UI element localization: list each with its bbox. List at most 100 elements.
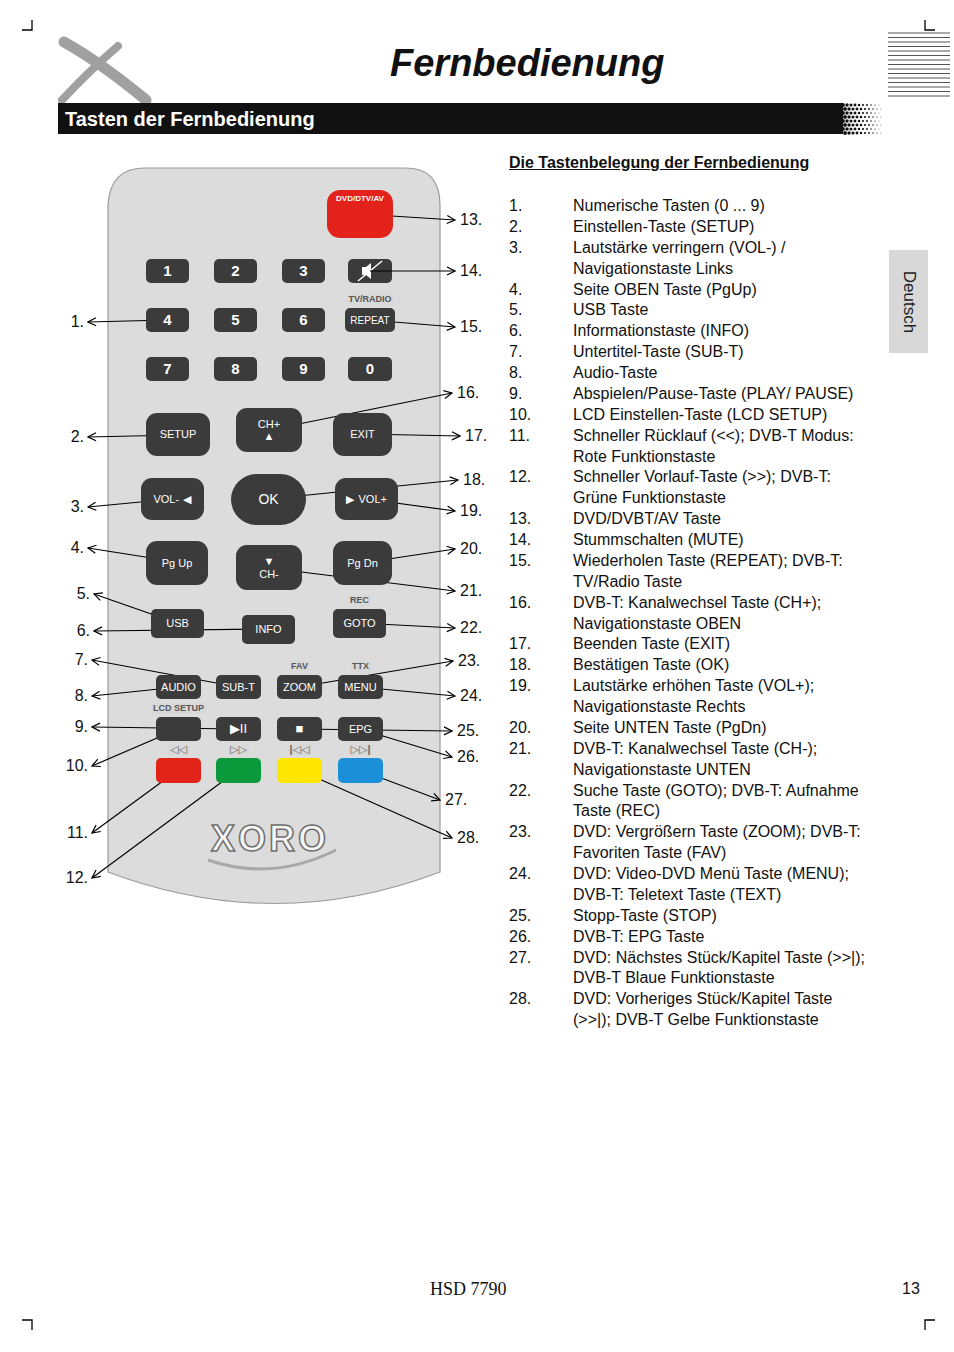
- band-dot: [874, 104, 875, 105]
- list-text: DVB-T: Kanalwechsel Taste (CH+); Navigat…: [573, 593, 873, 635]
- list-text: Einstellen-Taste (SETUP): [573, 217, 873, 238]
- remote-button: RECGOTO: [333, 609, 386, 638]
- color-button: ▷▷|: [338, 758, 383, 783]
- list-text: Lautstärke verringern (VOL-) / Navigatio…: [573, 238, 873, 280]
- key-list-item: 25.Stopp-Taste (STOP): [509, 906, 879, 927]
- band-dot: [843, 115, 847, 119]
- remote-button: EPG: [338, 717, 383, 741]
- digit-button: 0: [348, 357, 392, 381]
- button-label: Tasten der Fernbedienung: [65, 108, 315, 130]
- logo-stroke: [62, 46, 118, 100]
- button-label: 3: [299, 263, 307, 280]
- band-dot: [860, 124, 863, 127]
- band-dot: [851, 107, 854, 110]
- remote-button: EXIT: [333, 413, 392, 456]
- band-dot: [849, 103, 852, 106]
- list-text: DVD: Video-DVD Menü Taste (MENU); DVB-T:…: [573, 864, 873, 906]
- logo-stroke: [64, 42, 146, 100]
- list-number: 17.: [509, 634, 573, 655]
- list-text: Wiederholen Taste (REPEAT); DVB-T: TV/Ra…: [573, 551, 873, 593]
- list-number: 2.: [509, 217, 573, 238]
- list-text: Lautstärke erhöhen Taste (VOL+); Navigat…: [573, 676, 873, 718]
- button-label: ▼: [264, 555, 275, 567]
- callout-number: 2.: [71, 428, 84, 446]
- button-label: ZOOM: [283, 681, 316, 693]
- list-text: Stummschalten (MUTE): [573, 530, 873, 551]
- brand-logo-text: XORO: [204, 818, 336, 860]
- stripe: [888, 42, 950, 43]
- button-label: REPEAT: [350, 315, 389, 326]
- band-dot: [845, 127, 848, 130]
- remote-button: ▶II: [216, 717, 261, 741]
- band-dot: [847, 115, 850, 118]
- remote-button: INFO: [242, 615, 295, 644]
- band-dot: [866, 104, 868, 106]
- list-number: 8.: [509, 363, 573, 384]
- button-label: ■: [296, 722, 304, 736]
- callout-number: 20.: [460, 540, 482, 558]
- band-dot: [862, 104, 864, 106]
- button-caption: ▷▷: [228, 743, 249, 755]
- callout-number: 21.: [460, 582, 482, 600]
- list-number: 27.: [509, 948, 573, 990]
- crop-mark: [22, 1320, 32, 1330]
- key-list-item: 10.LCD Einstellen-Taste (LCD SETUP): [509, 405, 879, 426]
- band-dot: [878, 128, 880, 130]
- list-text: DVD/DVBT/AV Taste: [573, 509, 873, 530]
- key-list-item: 6.Informationstaste (INFO): [509, 321, 879, 342]
- list-number: 9.: [509, 384, 573, 405]
- digit-button: 4: [146, 308, 189, 332]
- key-list-item: 9.Abspielen/Pause-Taste (PLAY/ PAUSE): [509, 384, 879, 405]
- band-dot: [862, 120, 864, 122]
- list-number: 23.: [509, 822, 573, 864]
- callout-number: 23.: [458, 652, 480, 670]
- section-band: Tasten der Fernbedienung: [58, 103, 843, 134]
- model-name: HSD 7790: [430, 1279, 507, 1300]
- key-list-item: 4.Seite OBEN Taste (PgUp): [509, 280, 879, 301]
- remote-button: AUDIO: [156, 675, 201, 699]
- page-title: Fernbedienung: [390, 42, 664, 85]
- callout-number: 22.: [460, 619, 482, 637]
- list-text: DVB-T: Kanalwechsel Taste (CH-); Navigat…: [573, 739, 873, 781]
- band-dot: [858, 120, 861, 123]
- list-text: USB Taste: [573, 300, 873, 321]
- button-label: INFO: [255, 623, 281, 635]
- remote-button: ▶VOL+: [335, 478, 398, 520]
- key-list-item: 14.Stummschalten (MUTE): [509, 530, 879, 551]
- band-dot: [864, 108, 866, 110]
- band-dot: [866, 128, 868, 130]
- band-dot: [868, 132, 870, 134]
- key-list-item: 27.DVD: Nächstes Stück/Kapitel Taste (>>…: [509, 948, 879, 990]
- band-dot: [856, 124, 859, 127]
- button-caption: LCD SETUP: [151, 703, 206, 714]
- button-label: USB: [166, 617, 189, 629]
- button-label: 2: [231, 263, 239, 280]
- key-list-item: 21.DVB-T: Kanalwechsel Taste (CH-); Navi…: [509, 739, 879, 781]
- band-dot: [876, 124, 877, 125]
- digit-button: 3: [282, 259, 325, 283]
- list-text: DVD: Vorheriges Stück/Kapitel Taste (>>|…: [573, 989, 873, 1031]
- key-list: 1.Numerische Tasten (0 ... 9)2.Einstelle…: [509, 196, 879, 1031]
- button-caption: TV/RADIO: [346, 294, 393, 305]
- list-number: 3.: [509, 238, 573, 280]
- page-number: 13: [902, 1280, 920, 1298]
- button-label: GOTO: [343, 617, 375, 629]
- band-dot: [880, 116, 882, 118]
- button-label: ▲: [264, 430, 275, 442]
- remote-body: [108, 168, 440, 904]
- band-dot: [845, 119, 848, 122]
- list-number: 24.: [509, 864, 573, 906]
- band-dot: [849, 127, 852, 130]
- list-number: 21.: [509, 739, 573, 781]
- button-label: MENU: [344, 681, 376, 693]
- button-label: 6: [299, 312, 307, 329]
- remote-button: Pg Up: [146, 541, 208, 585]
- digit-button: 1: [146, 259, 189, 283]
- list-text: Bestätigen Taste (OK): [573, 655, 873, 676]
- stripe: [888, 78, 950, 79]
- list-text: Suche Taste (GOTO); DVB-T: Aufnahme Tast…: [573, 781, 873, 823]
- digit-button: 2: [214, 259, 257, 283]
- list-number: 22.: [509, 781, 573, 823]
- button-label: 1: [163, 263, 171, 280]
